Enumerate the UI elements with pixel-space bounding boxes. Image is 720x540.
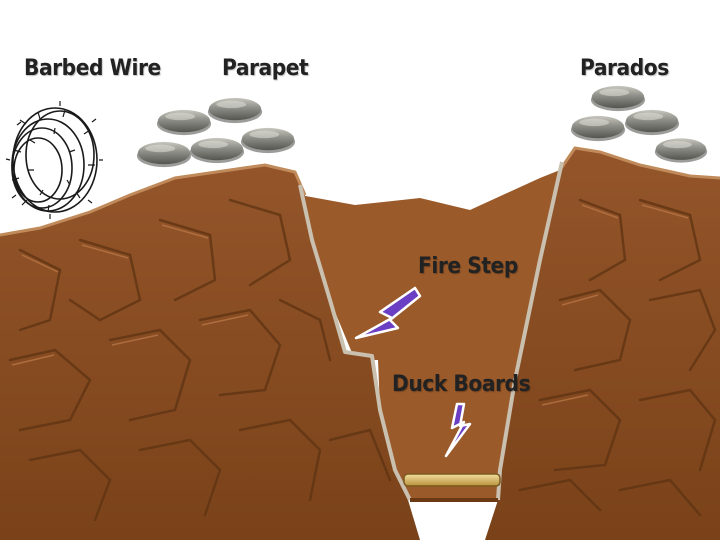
parapet-sandbags	[137, 98, 295, 167]
barbed-wire-coil-icon	[6, 101, 103, 219]
sandbag-icon	[655, 138, 707, 162]
sandbag-icon	[241, 128, 295, 153]
sandbag-icon	[190, 138, 244, 163]
sandbag-icon	[157, 110, 211, 135]
sandbag-icon	[137, 142, 191, 167]
sandbag-icon	[625, 110, 679, 135]
label-parados: Parados	[580, 56, 669, 81]
label-fire-step: Fire Step	[418, 254, 518, 279]
label-barbed-wire: Barbed Wire	[24, 56, 161, 81]
label-duck-boards: Duck Boards	[392, 372, 530, 397]
sandbag-icon	[591, 86, 645, 111]
sandbag-icon	[208, 98, 262, 123]
sandbag-icon	[571, 116, 625, 141]
duck-board	[404, 474, 500, 486]
label-parapet: Parapet	[222, 56, 308, 81]
